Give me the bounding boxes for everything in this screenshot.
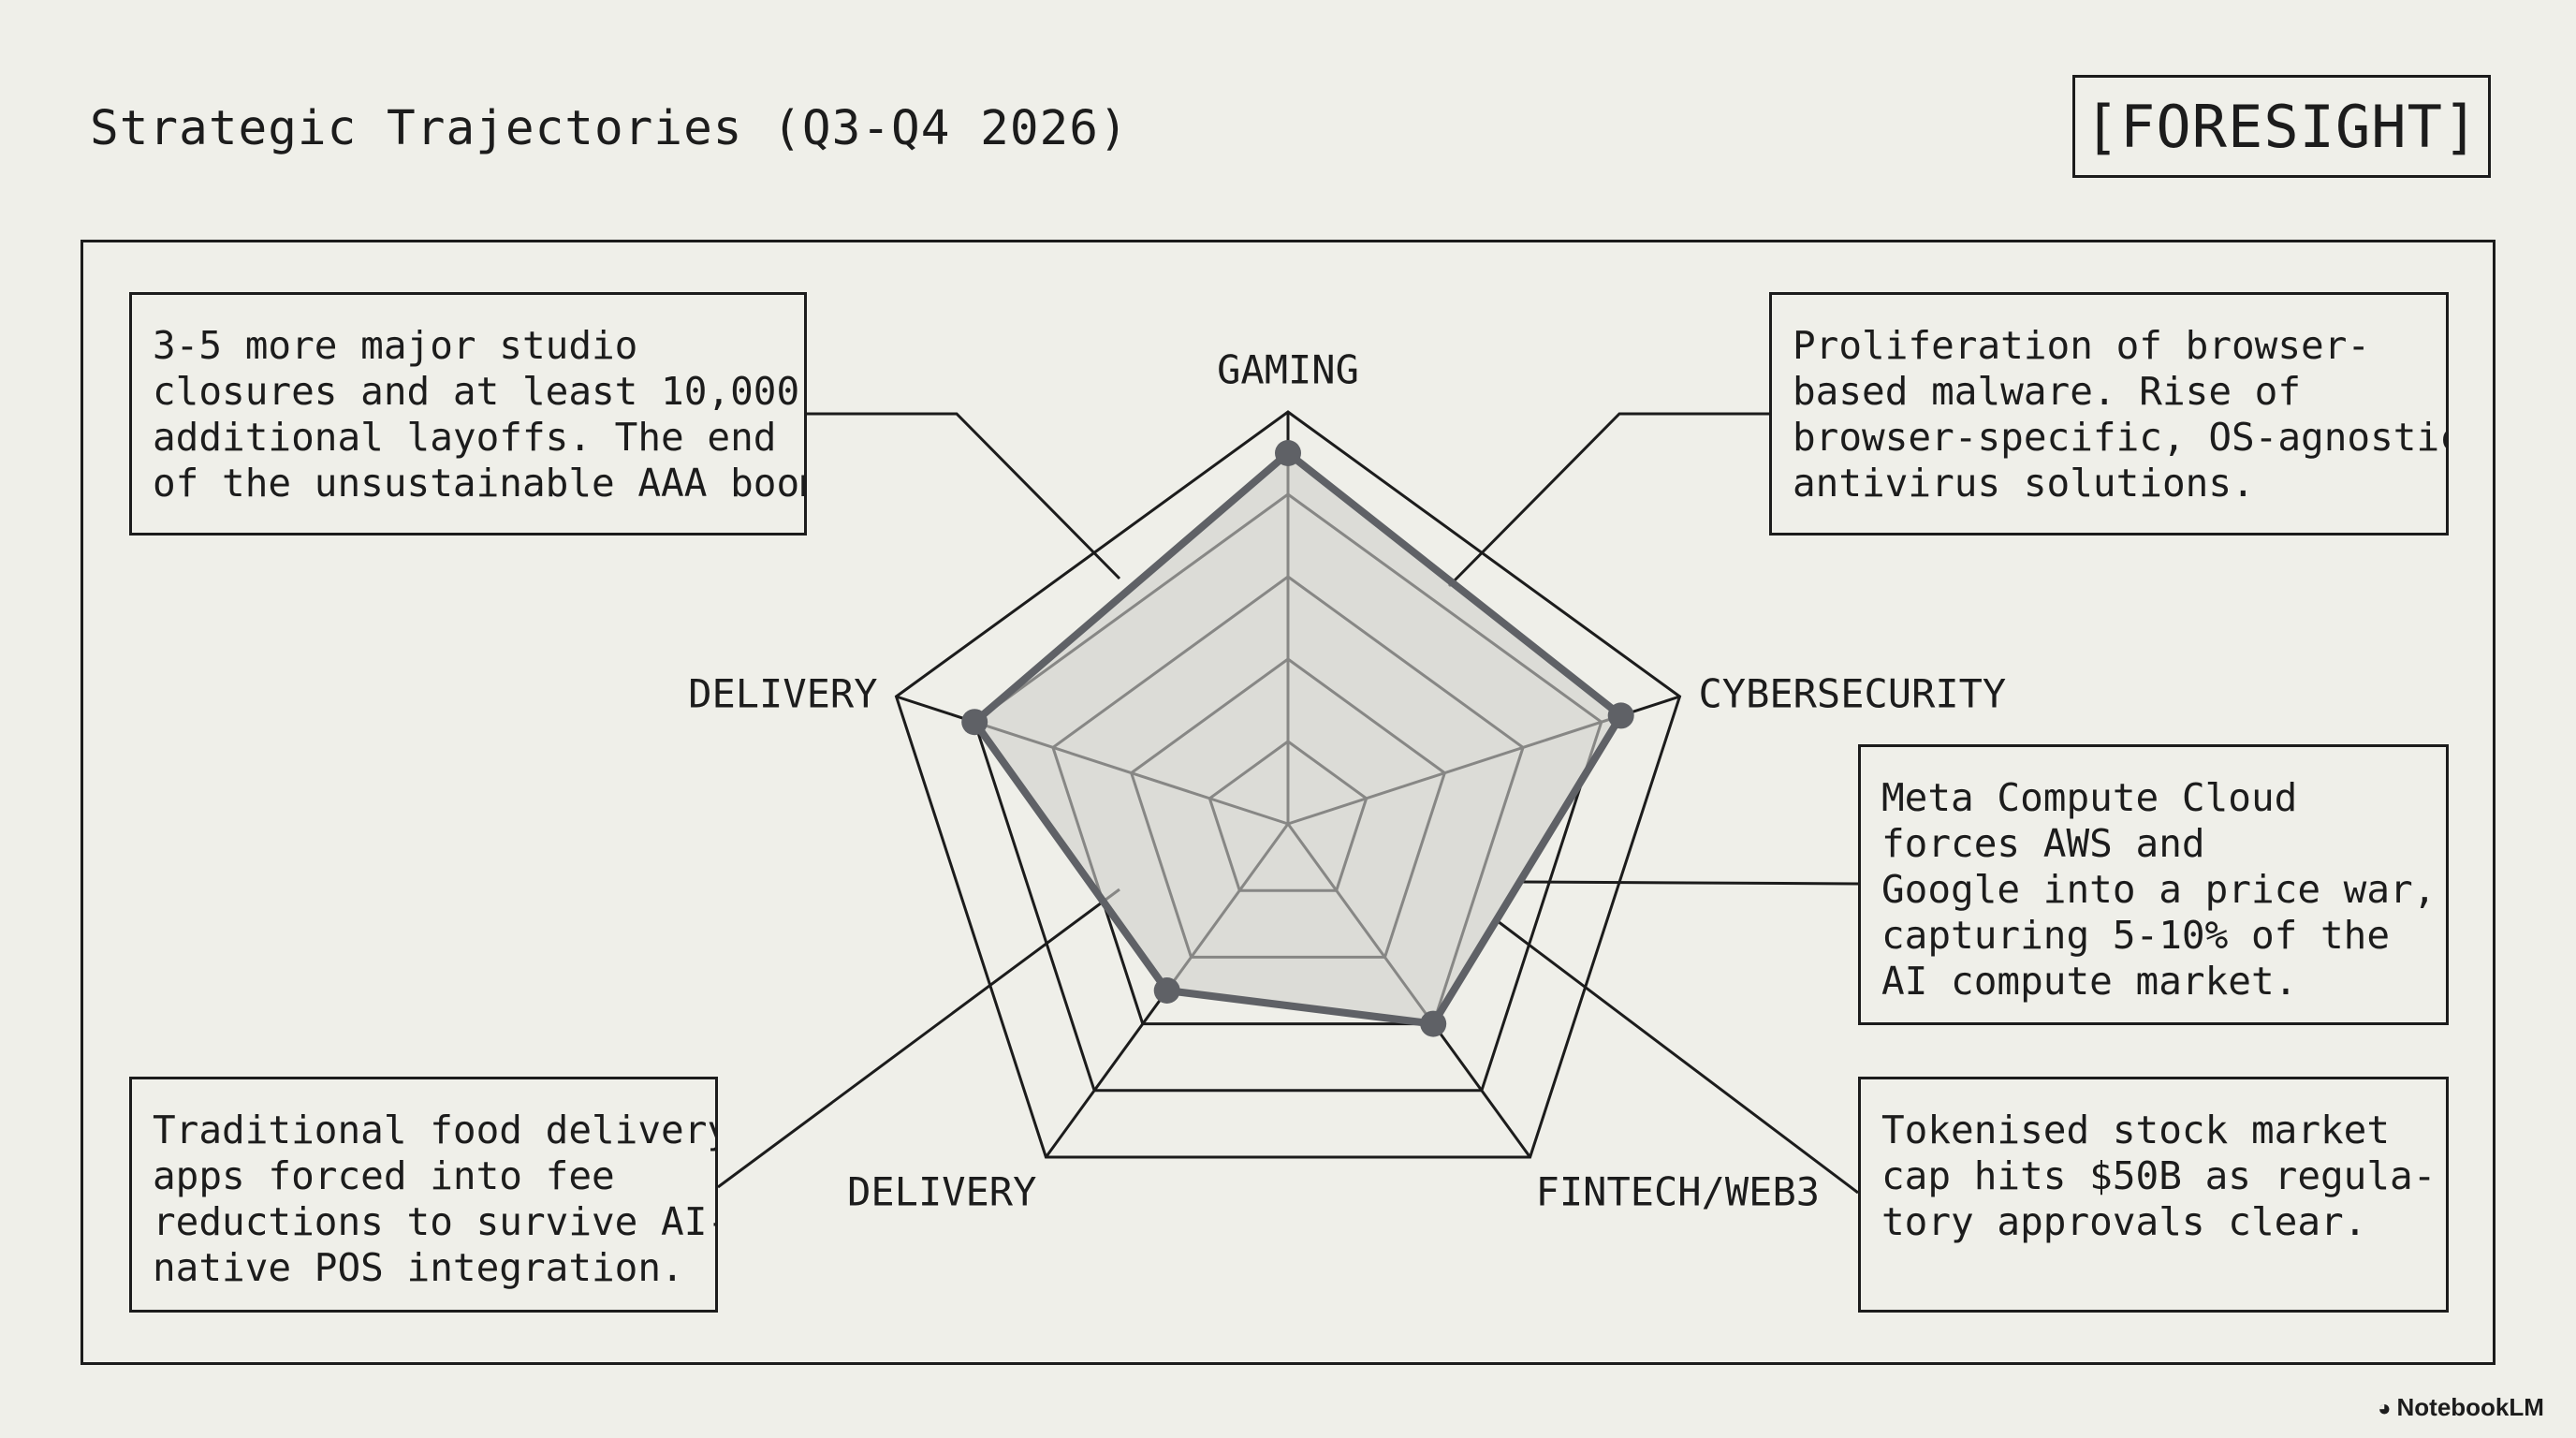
data-point-1 [1607, 702, 1634, 729]
foresight-tag: [FORESIGHT] [2072, 75, 2491, 178]
notebooklm-brand: ◕NotebookLM [2378, 1393, 2544, 1422]
annotation-delivery: Traditional food delivery apps forced in… [129, 1077, 718, 1313]
axis-labels: GAMING CYBERSECURITY FINTECH/WEB3 DELIVERY D… [688, 347, 2006, 1215]
axis-label-3: DELIVERY [847, 1169, 1036, 1215]
chart-frame [80, 240, 2496, 1365]
radar-series [961, 440, 1634, 1037]
axis-label-1: CYBERSECURITY [1699, 671, 2007, 717]
leader-line-4 [717, 888, 1120, 1189]
grid-ring-5 [894, 410, 1682, 1159]
data-point-3 [1153, 977, 1180, 1004]
data-point-4 [961, 709, 988, 736]
annotation-gaming: 3-5 more major studio closures and at le… [129, 292, 807, 536]
leader-line-2 [1521, 880, 1859, 886]
notebook-logo-icon: ◕ [2378, 1396, 2392, 1421]
data-point-2 [1420, 1010, 1447, 1037]
axis-label-2: FINTECH/WEB3 [1536, 1169, 1820, 1215]
annotation-fintech: Tokenised stock market cap hits $50B as … [1858, 1077, 2449, 1313]
leader-line-3 [1497, 919, 1859, 1195]
annotation-leaders [717, 412, 1859, 1195]
page-title: Strategic Trajectories (Q3-Q4 2026) [90, 101, 1129, 156]
data-point-0 [1275, 440, 1301, 466]
axis-label-0: GAMING [1217, 347, 1359, 393]
annotation-cybersecurity-compute: Meta Compute Cloud forces AWS and Google… [1858, 744, 2449, 1025]
annotation-cybersecurity-malware: Proliferation of browser- based malware.… [1769, 292, 2449, 536]
leader-line-0 [807, 412, 1121, 580]
brand-label: NotebookLM [2396, 1393, 2544, 1421]
series-area [971, 449, 1625, 1028]
axis-label-4: DELIVERY [688, 671, 877, 717]
leader-line-1 [1447, 412, 1769, 588]
